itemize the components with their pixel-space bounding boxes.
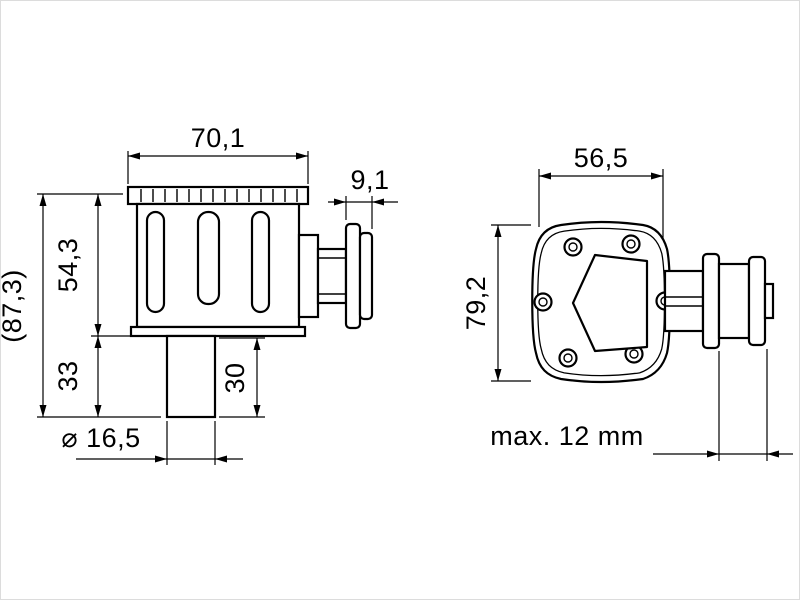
front-base-plate	[129, 325, 307, 338]
front-port-disc	[344, 222, 362, 330]
dimension-heights: 54,3 33 (87,3)	[1, 193, 161, 418]
dim-body-height-label: 54,3	[53, 238, 83, 293]
dim-max-adjustment-label: max. 12 mm	[490, 421, 644, 451]
front-slot-middle	[196, 210, 221, 306]
front-outlet-tube	[165, 334, 217, 419]
dim-flange-height-label: 79,2	[461, 276, 491, 331]
front-cap	[126, 185, 310, 206]
side-port-disc	[701, 252, 721, 350]
side-flange-inner-contour	[537, 227, 666, 377]
front-slot-left	[145, 210, 166, 314]
side-port-stub	[663, 269, 705, 333]
front-port-cap	[358, 231, 374, 321]
side-port-stem-lines	[665, 296, 703, 307]
dimension-flange-thickness: 9,1	[328, 165, 398, 229]
dimension-body-width: 70,1	[127, 123, 309, 184]
side-center-window	[571, 253, 649, 353]
dimension-flange-height: 79,2	[461, 224, 531, 382]
dim-outlet-length-label: 30	[220, 362, 250, 393]
front-port-cylinder	[316, 247, 348, 305]
dimension-outlet-length: 30	[219, 337, 265, 418]
dimension-outlet-diameter: ⌀ 16,5	[61, 421, 243, 465]
dim-flange-thickness-label: 9,1	[350, 165, 389, 195]
front-slot-right	[250, 210, 271, 314]
front-port-cylinder-lines	[318, 257, 346, 295]
side-view-geometry	[531, 220, 775, 384]
dimension-flange-width: 56,5	[538, 143, 664, 239]
side-port-cylinder	[717, 262, 751, 340]
dimension-max-adjustment: max. 12 mm	[490, 349, 793, 461]
dim-flange-width-label: 56,5	[574, 143, 629, 173]
side-port-tip	[763, 282, 775, 320]
dim-body-width-label: 70,1	[191, 123, 246, 153]
front-port-stub	[297, 233, 320, 319]
dim-overall-height-label: (87,3)	[1, 269, 27, 343]
side-port-end-disc	[747, 255, 767, 347]
front-cap-ribs	[140, 189, 298, 202]
front-view-geometry	[126, 185, 374, 419]
dim-outlet-diameter-label: ⌀ 16,5	[61, 423, 140, 453]
dim-lower-height-label: 33	[53, 360, 83, 391]
